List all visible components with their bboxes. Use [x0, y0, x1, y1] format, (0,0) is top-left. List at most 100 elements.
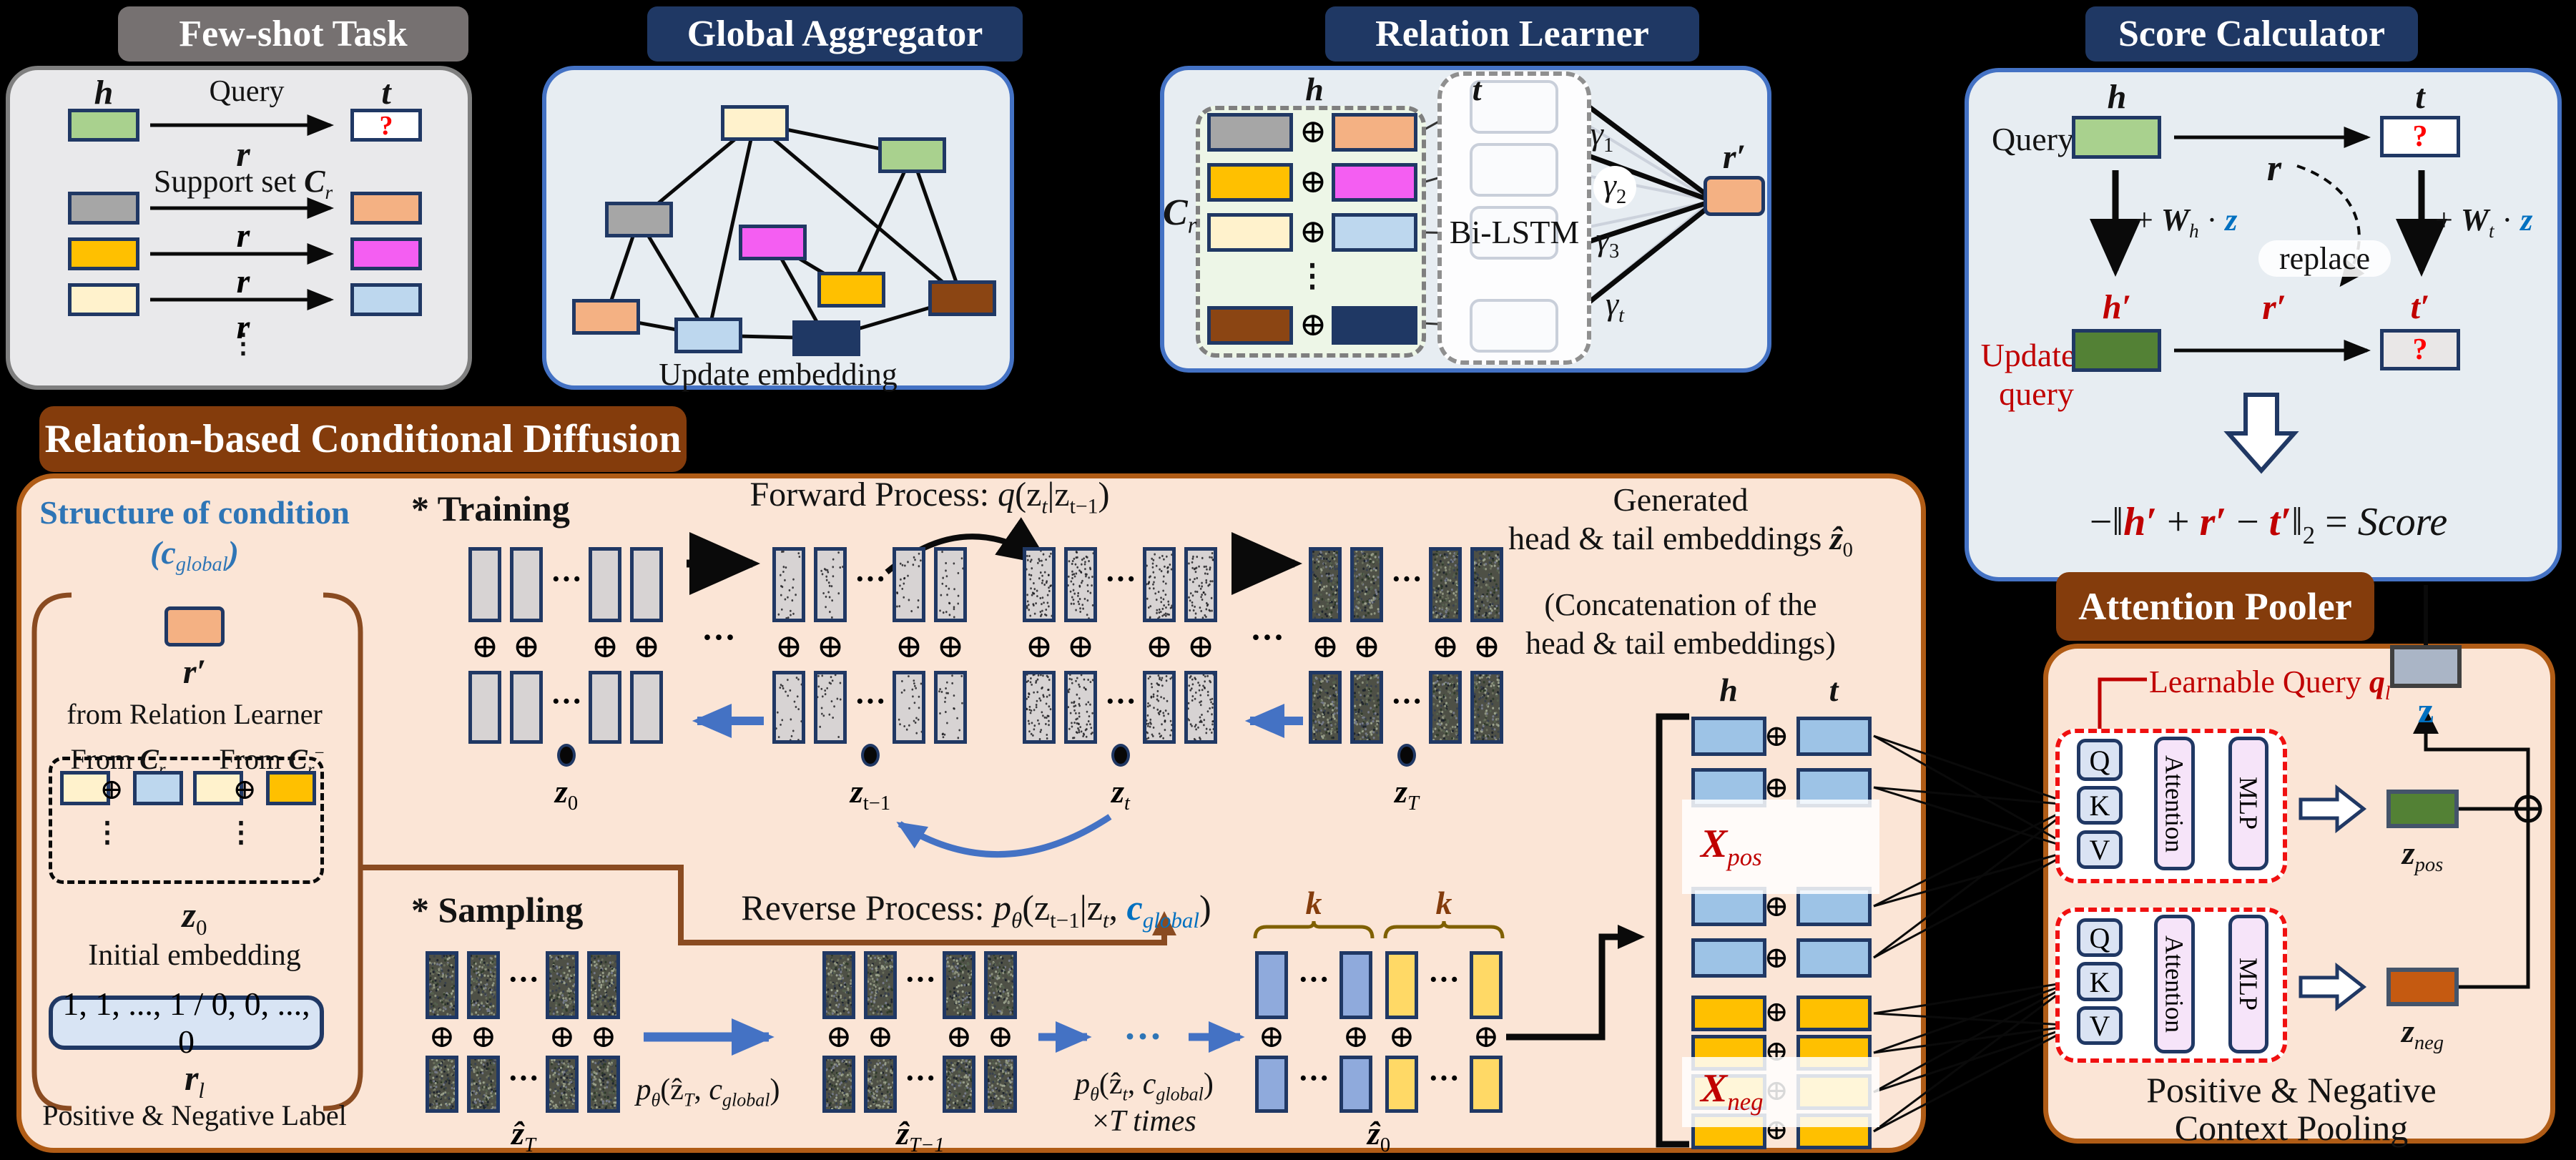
attention-box-neg: Attention: [2154, 915, 2195, 1053]
diffusion-oplus: ⊕: [591, 628, 619, 664]
z-dot: [861, 744, 880, 767]
diffusion-bar: [1064, 671, 1097, 744]
cond-from-crn: From Cr−: [219, 743, 325, 780]
diffusion-bar: [1143, 671, 1176, 744]
fewshot-query-r: r: [236, 134, 250, 174]
learnable-query-label: Learnable Query ql: [2149, 664, 2391, 704]
diffusion-hdots: ···: [550, 561, 583, 596]
diffusion-bar: [864, 1056, 897, 1113]
cond-title1: Structure of condition: [39, 494, 350, 531]
diffusion-oplus: ⊕: [470, 1019, 497, 1054]
diffusion-oplus: ⊕: [867, 1019, 894, 1054]
diffusion-bar: [984, 1056, 1017, 1113]
diffusion-oplus: ⊕: [428, 1019, 456, 1054]
diffusion-hdots: ···: [1427, 1061, 1460, 1096]
aggregator-node-orange: [572, 299, 640, 335]
diffusion-hdots: ···: [904, 961, 937, 997]
zpos-box: [2386, 790, 2459, 828]
diffusion-bar: [1339, 1056, 1372, 1113]
diffusion-oplus: ⊕: [1473, 1019, 1500, 1054]
score-h-label: h: [2107, 78, 2127, 116]
diffusion-bar: [510, 671, 543, 744]
generated-tail-box: [1796, 996, 1872, 1031]
generated-tail-box: [1796, 717, 1872, 756]
score-title: Score Calculator: [2118, 14, 2386, 54]
diffusion-oplus: ⊕: [549, 1019, 576, 1054]
cond-rprime-label: r′: [182, 653, 207, 691]
q-box-pos: Q: [2077, 739, 2123, 781]
diffusion-header: Relation-based Conditional Diffusion: [39, 406, 687, 472]
relation-title: Relation Learner: [1375, 14, 1649, 54]
diffusion-bar: [814, 547, 847, 622]
diffusion-oplus: ⊕: [1066, 628, 1095, 664]
pooler-z-label: z: [2417, 690, 2434, 730]
diffusion-oplus: ⊕: [1352, 628, 1381, 664]
diffusion-bar: [1429, 671, 1462, 744]
diffusion-bar: [467, 951, 500, 1019]
diffusion-bar: [1470, 671, 1503, 744]
diffusion-bar: [1350, 547, 1383, 622]
diffusion-bar: [589, 671, 621, 744]
diffusion-bar: [1184, 547, 1217, 622]
forward-label: Forward Process: q(zt|zt−1): [749, 476, 1110, 518]
diffusion-oplus: ⊕: [775, 628, 803, 664]
diffusion-bar: [1255, 1056, 1288, 1113]
zneg-label: zneg: [2401, 1013, 2444, 1055]
diffusion-bar: [1470, 951, 1503, 1019]
k-label-1: k: [1305, 885, 1322, 921]
zneg-box: [2386, 968, 2459, 1006]
diffusion-bar: [1385, 1056, 1418, 1113]
pooler-header: Attention Pooler: [2056, 572, 2374, 641]
relation-row-head-box: [1207, 113, 1293, 152]
diffusion-oplus: ⊕: [825, 1019, 852, 1054]
bilstm-label: Bi-LSTM: [1449, 214, 1580, 250]
pooler-title: Attention Pooler: [2078, 585, 2352, 628]
diffusion-oplus: ⊕: [1431, 628, 1460, 664]
relation-row-head-box: [1207, 213, 1293, 252]
pooler-caption2: Context Pooling: [2174, 1108, 2409, 1148]
cond-oplus: ⊕: [232, 773, 257, 805]
diffusion-oplus: ⊕: [1145, 628, 1174, 664]
fewshot-header: Few-shot Task: [118, 6, 468, 62]
sampling-label: * Sampling: [411, 890, 584, 930]
diffusion-hdots: ···: [854, 684, 887, 719]
xpos-label: Xpos: [1701, 822, 1762, 872]
diffusion-oplus: ⊕: [945, 1019, 973, 1054]
diffusion-oplus: ⊕: [1025, 628, 1053, 664]
score-tp-label: t′: [2410, 288, 2430, 326]
diffusion-bar: [630, 671, 663, 744]
diffusion-hdots: ···: [1104, 561, 1137, 596]
gen-title3: (Concatenation of the: [1544, 587, 1817, 622]
mlp-box-pos: MLP: [2228, 737, 2268, 870]
cond-pair-left: [193, 771, 243, 805]
gammat-label: γt: [1605, 285, 1625, 328]
generated-head-box: [1691, 717, 1766, 756]
score-t-box: ?: [2380, 116, 2460, 157]
gen-h-label: h: [1719, 672, 1738, 708]
diffusion-group-label: ẑ0: [1367, 1115, 1391, 1157]
diffusion-bar: [893, 547, 925, 622]
fewshot-row-tail-box: [350, 192, 422, 225]
gen-title4: head & tail embeddings): [1525, 626, 1836, 661]
fewshot-title: Few-shot Task: [179, 14, 408, 54]
pooler-caption1: Positive & Negative: [2146, 1070, 2437, 1110]
diffusion-oplus: ⊕: [895, 628, 923, 664]
bilstm-cell: [1470, 80, 1558, 134]
cond-posneg-label: Positive & Negative Label: [42, 1099, 347, 1131]
diffusion-bar: [1184, 671, 1217, 744]
diffusion-bar: [426, 951, 458, 1019]
xneg-stripe: [1682, 1057, 1879, 1127]
aggregator-node-yellow: [817, 272, 885, 308]
diffusion-hdots: ···: [1390, 684, 1423, 719]
generated-tail-box: [1796, 938, 1872, 978]
cond-init-label: Initial embedding: [88, 939, 301, 972]
p-theta-t-label: pθ(ẑt, cglobal): [1075, 1068, 1214, 1105]
diffusion-oplus: ⊕: [1311, 628, 1339, 664]
diffusion-group-label: ẑT−1: [896, 1115, 945, 1157]
fewshot-row-r-label: r: [236, 262, 250, 300]
training-hdots: ···: [1249, 619, 1285, 657]
generated-oplus: ⊕: [1764, 890, 1789, 923]
generated-head-box: [1691, 938, 1766, 978]
relation-oplus: ⊕: [1299, 113, 1327, 149]
